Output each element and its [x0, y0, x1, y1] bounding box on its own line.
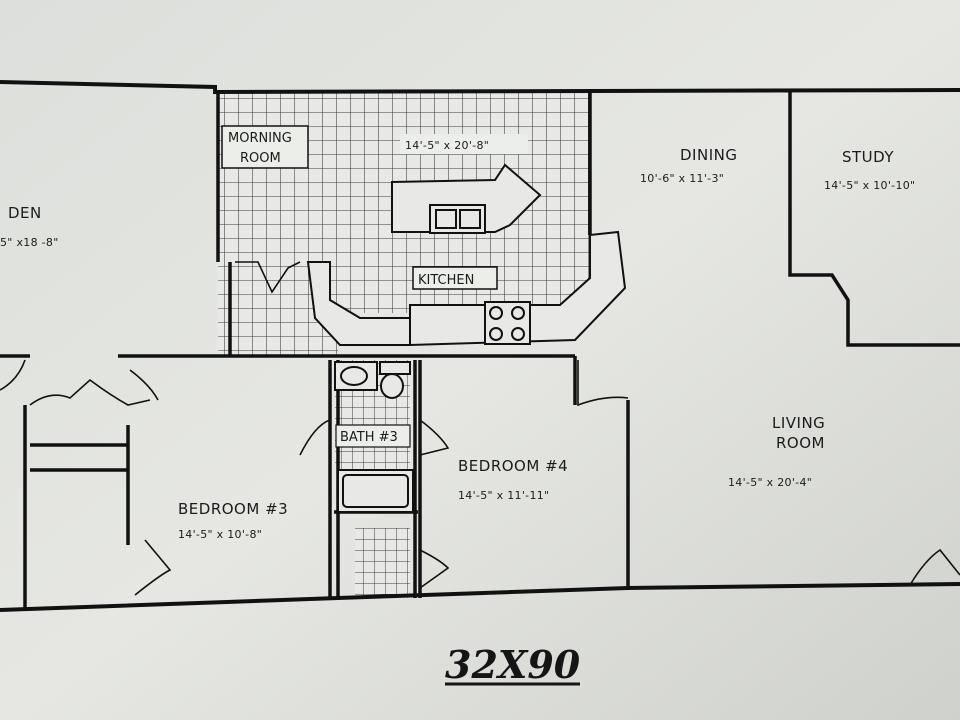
bedroom-3-dims: 14'-5" x 10'-8": [178, 528, 262, 541]
kitchen-counters: [306, 163, 627, 347]
living-room-label-line2: ROOM: [776, 434, 825, 452]
kitchen-label-box: [412, 266, 498, 290]
morning-room-label-line1: MORNING: [228, 131, 292, 146]
plan-size-label: 32X90: [445, 642, 581, 687]
bath-label-box: [335, 424, 411, 448]
exterior-walls: [0, 80, 960, 612]
study-dims: 14'-5" x 10'-10": [824, 179, 915, 192]
door-swings: [0, 261, 960, 596]
bedroom-4-dims: 14'-5" x 11'-11": [458, 489, 549, 502]
study-label: STUDY: [842, 148, 894, 166]
dining-dims: 10'-6" x 11'-3": [640, 172, 724, 185]
den-label: DEN: [8, 204, 42, 222]
living-room-dims: 14'-5" x 20'-4": [728, 476, 812, 489]
dining-label: DINING: [680, 146, 737, 164]
kitchen-area-dims: 14'-5" x 20'-8": [405, 139, 489, 152]
bedroom-3-label: BEDROOM #3: [178, 500, 288, 518]
den-dims: 5" x18 -8": [0, 236, 59, 249]
morning-room-label-box: [221, 125, 309, 169]
bath-3-label: BATH #3: [340, 430, 398, 445]
kitchen-label: KITCHEN: [418, 273, 474, 288]
bedroom-4-label: BEDROOM #4: [458, 457, 568, 475]
kitchen-dims-box: [400, 134, 528, 154]
morning-room-label-line2: ROOM: [240, 151, 281, 166]
bath-fixtures: [334, 361, 414, 513]
living-room-label-line1: LIVING: [772, 414, 825, 432]
